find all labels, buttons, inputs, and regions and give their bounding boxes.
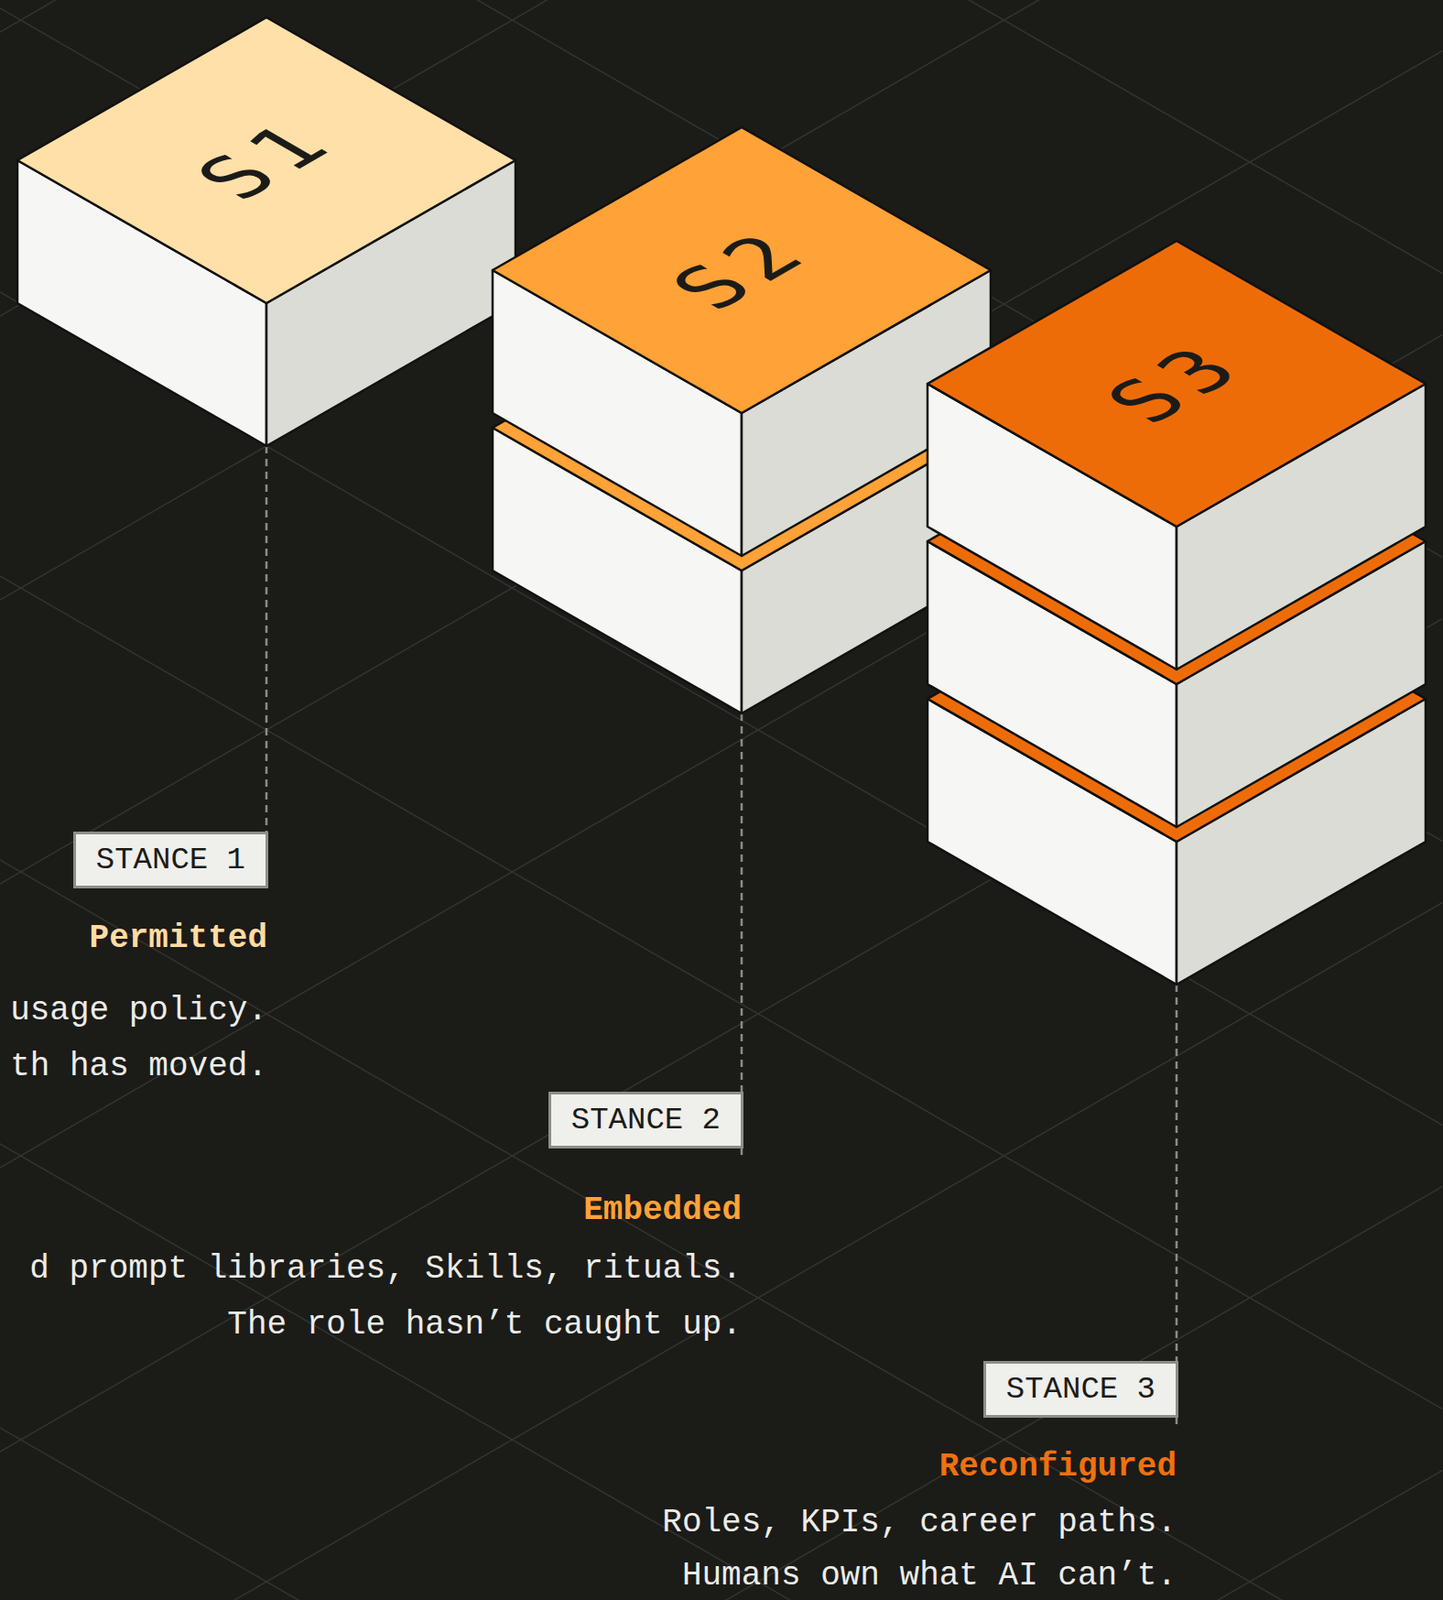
label-holder: Embedded: [583, 1190, 742, 1231]
stance-title: Reconfigured: [939, 1446, 1177, 1487]
dashed-leader: [740, 713, 744, 1092]
label-holder: Roles, KPIs, career paths. Humans own wh…: [652, 1496, 1177, 1600]
grid-line: [0, 859, 1443, 1600]
block-top-face: [17, 17, 516, 304]
label-holder: d prompt libraries, Skills, rituals. The…: [19, 1240, 742, 1353]
grid-line: [0, 0, 1443, 33]
stance-tag: STANCE 2: [548, 1091, 744, 1149]
label-holder: Reconfigured: [939, 1446, 1177, 1487]
isometric-block: [492, 127, 991, 714]
stance-title: Permitted: [89, 918, 268, 959]
stance-tag: STANCE 1: [73, 831, 269, 889]
stance-block-stack: S2: [492, 127, 991, 714]
grid-line: [0, 1469, 1443, 1600]
label-holder: Permitted: [89, 918, 268, 959]
block-top-face: [492, 127, 991, 413]
stance-tag: STANCE 3: [983, 1360, 1179, 1418]
grid-line: [0, 1143, 1443, 1600]
stance-title: Embedded: [583, 1190, 742, 1231]
grid-line: [0, 1427, 1443, 1600]
stance-number: STANCE 1: [96, 841, 246, 879]
stance-description: Roles, KPIs, career paths. Humans own wh…: [652, 1496, 1177, 1600]
leader-tail: [740, 1147, 744, 1158]
stance-block-stack: S1: [17, 17, 516, 446]
stance-number: STANCE 3: [1006, 1370, 1156, 1408]
block-top-face: [927, 240, 1426, 527]
grid-line: [0, 0, 1443, 558]
isometric-block: [17, 17, 516, 446]
dashed-leader: [265, 445, 269, 832]
stance-number: STANCE 2: [571, 1101, 721, 1139]
grid-line: [0, 901, 1443, 1600]
grid-line: [0, 50, 1443, 884]
grid-line: [0, 8, 1443, 842]
stance-block-stack: S3: [927, 240, 1426, 985]
leader-tail: [1175, 1416, 1179, 1427]
label-holder: usage policy. th has moved.: [0, 982, 268, 1095]
stance-description: usage policy. th has moved.: [0, 982, 268, 1095]
dashed-leader: [1175, 984, 1179, 1361]
grid-line: [0, 1185, 1443, 1600]
stance-description: d prompt libraries, Skills, rituals. The…: [19, 1240, 742, 1353]
